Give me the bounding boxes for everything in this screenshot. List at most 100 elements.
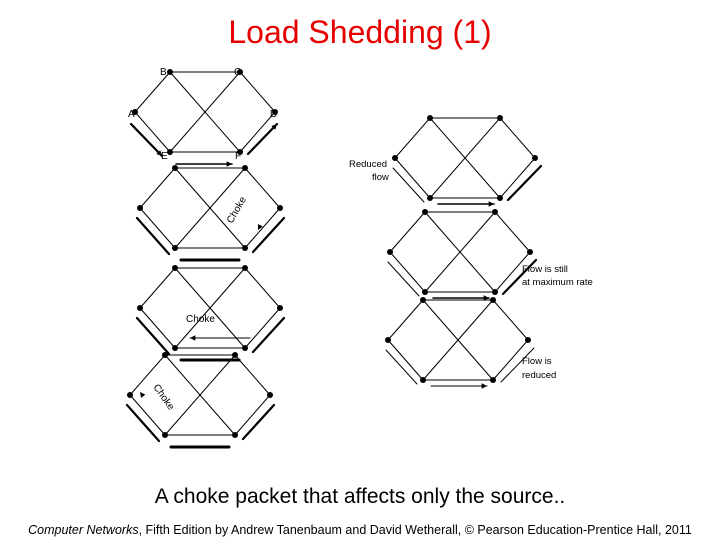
reduced-flow-label-line2: flow xyxy=(372,172,389,183)
slide-title: Load Shedding (1) xyxy=(228,14,492,50)
net-left-1-link xyxy=(239,111,276,153)
net-right-2-node xyxy=(492,289,498,295)
net-left-2-choke-arrow xyxy=(257,224,263,230)
net-left-2-node xyxy=(242,245,248,251)
net-left-2-node xyxy=(137,205,143,211)
net-right-1-node xyxy=(497,115,503,121)
net-right-1-node xyxy=(427,195,433,201)
net-left-3-link xyxy=(174,267,246,349)
net-right-2-node xyxy=(527,249,533,255)
net-left-4-node xyxy=(162,352,168,358)
node-label-f: F xyxy=(235,151,241,162)
net-right-3-flow-left xyxy=(385,349,418,385)
net-left-4-node xyxy=(127,392,133,398)
net-left-3-link xyxy=(244,267,281,309)
net-left-3-link xyxy=(244,307,281,349)
node-label-b: B xyxy=(160,67,167,78)
net-left-4-choke-arrow xyxy=(140,392,146,398)
slide-footer: Computer Networks, Fifth Edition by Andr… xyxy=(0,523,720,537)
net-left-4-flow-left xyxy=(125,403,161,443)
flow-still-label-line1: Flow is still xyxy=(522,264,568,275)
net-left-3-flow-left xyxy=(135,316,171,356)
net-left-1-node xyxy=(132,109,138,115)
net-left-3-node xyxy=(137,305,143,311)
net-right-1-node xyxy=(497,195,503,201)
choke-label-3: Choke xyxy=(151,382,177,412)
net-right-3-link xyxy=(492,339,529,381)
net-right-2-link xyxy=(389,251,426,293)
net-left-1-arrow-in xyxy=(129,122,164,158)
net-left-1-arrow-out xyxy=(246,122,279,156)
choke-label-1: Choke xyxy=(225,195,249,226)
net-right-3-flow-right xyxy=(500,347,535,383)
net-left-2-link xyxy=(174,167,246,249)
net-right-1-flow-right xyxy=(506,164,543,202)
footer-book-title: Computer Networks xyxy=(28,523,139,537)
net-right-1-link xyxy=(394,157,431,199)
net-right-2-flow-left xyxy=(387,261,420,297)
net-left-1-arrow-out-head xyxy=(271,124,277,130)
net-right-1-arrow-bottom-head xyxy=(488,201,494,207)
net-right-1-link xyxy=(499,117,536,159)
net-right-2-link xyxy=(389,211,426,253)
net-left-4-link xyxy=(129,394,166,436)
node-label-d: D xyxy=(270,109,277,120)
net-right-3-link xyxy=(387,299,424,341)
net-right-1-link xyxy=(394,117,431,159)
net-left-4-link xyxy=(129,354,166,396)
net-right-3-node xyxy=(420,377,426,383)
reduced-flow-label-line1: Reduced xyxy=(349,159,387,170)
net-right-1-link xyxy=(499,157,536,199)
net-left-2-node xyxy=(172,165,178,171)
net-left-4-node xyxy=(232,352,238,358)
net-right-1-node xyxy=(392,155,398,161)
slide-caption: A choke packet that affects only the sou… xyxy=(154,485,566,508)
net-left-3-node xyxy=(277,305,283,311)
footer-credits: , Fifth Edition by Andrew Tanenbaum and … xyxy=(138,523,692,537)
net-right-3-link xyxy=(492,299,529,341)
net-left-2-link xyxy=(139,167,176,209)
flow-reduced-label-line2: reduced xyxy=(522,370,556,381)
net-left-2-node xyxy=(277,205,283,211)
net-right-3-link xyxy=(387,339,424,381)
net-left-1-node xyxy=(167,69,173,75)
net-left-4-link xyxy=(234,354,271,396)
net-right-1-link xyxy=(429,117,501,199)
net-left-3-node xyxy=(172,265,178,271)
net-left-1-link xyxy=(169,71,241,153)
net-right-1-node xyxy=(532,155,538,161)
net-left-1-node xyxy=(237,149,243,155)
flow-reduced-label-line1: Flow is xyxy=(522,356,552,367)
net-left-1-link xyxy=(239,71,276,113)
net-left-4-link xyxy=(164,354,236,436)
net-left-4-node xyxy=(232,432,238,438)
net-right-2-node xyxy=(422,289,428,295)
net-right-2-node xyxy=(492,209,498,215)
net-right-2-flow-right xyxy=(501,258,538,296)
net-left-1-node xyxy=(237,69,243,75)
net-left-3-flow-right xyxy=(251,316,286,354)
net-right-3-node xyxy=(420,297,426,303)
net-left-2-node xyxy=(242,165,248,171)
net-right-3-node xyxy=(525,337,531,343)
choke-label-2: Choke xyxy=(186,314,215,325)
net-left-3-node xyxy=(242,265,248,271)
net-right-2-node xyxy=(422,209,428,215)
net-right-1-node xyxy=(427,115,433,121)
net-right-3-arrow-bottom-head xyxy=(481,383,487,389)
net-right-2-link xyxy=(494,251,531,293)
net-left-2-flow-right xyxy=(251,216,286,254)
net-right-2-link xyxy=(494,211,531,253)
net-left-4-node xyxy=(162,432,168,438)
net-left-4-node xyxy=(267,392,273,398)
node-label-c: C xyxy=(234,67,241,78)
net-left-1-node xyxy=(272,109,278,115)
net-left-3-choke-arrow-head xyxy=(190,335,196,341)
net-left-1-arrow-in-head xyxy=(156,150,162,156)
net-left-3-link xyxy=(139,267,176,309)
net-left-4-flow-right xyxy=(241,403,276,441)
net-right-1-flow-left xyxy=(392,167,425,203)
net-left-1-link xyxy=(134,111,171,153)
net-right-3-node xyxy=(490,297,496,303)
